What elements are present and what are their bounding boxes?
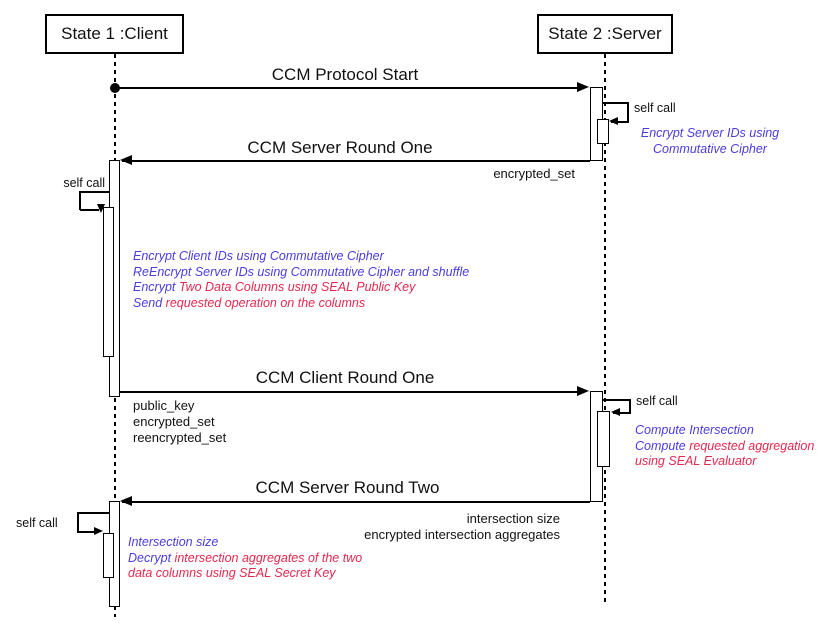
- note-line: Encrypt Two Data Columns using SEAL Publ…: [133, 280, 416, 294]
- note-line: Send requested operation on the columns: [133, 295, 366, 310]
- note-line: Decrypt intersection aggregates of the t…: [128, 550, 363, 565]
- self-call-line: [80, 191, 109, 193]
- arrowhead-left-icon: [120, 496, 132, 506]
- message-label-server-round-one: CCM Server Round One: [247, 138, 433, 157]
- message-param: reencrypted_set: [133, 430, 227, 445]
- arrowhead-right-icon: [577, 386, 589, 396]
- note-line: Compute requested aggregation: [635, 438, 815, 453]
- message-param: encrypted intersection aggregates: [364, 527, 560, 542]
- note-line: Encrypt Server IDs using: [640, 126, 780, 140]
- note-line: Encrypt Client IDs using Commutative Cip…: [133, 249, 384, 263]
- arrowhead-left-icon: [609, 117, 618, 125]
- note-client-round-two: Intersection size Decrypt intersection a…: [128, 535, 398, 582]
- self-call-line: [613, 412, 630, 414]
- self-call-line: [77, 512, 79, 533]
- actor-client-label: State 1 :Client: [61, 24, 168, 43]
- message-params: intersection size encrypted intersection…: [260, 511, 560, 543]
- message-param: intersection size: [466, 511, 560, 526]
- actor-box-client: State 1 :Client: [45, 14, 184, 54]
- self-call-line: [627, 102, 629, 123]
- note-line: ReEncrypt Server IDs using Commutative C…: [133, 264, 470, 279]
- activation-bar-server-1-nested: [597, 119, 609, 144]
- self-call-label: self call: [634, 101, 676, 115]
- note-client-round-one: Encrypt Client IDs using Commutative Cip…: [133, 249, 563, 311]
- activation-bar-client-2-nested: [103, 533, 114, 578]
- message-line-server-round-one: [122, 160, 590, 162]
- arrowhead-right-icon: [577, 82, 589, 92]
- message-label-client-round-one: CCM Client Round One: [255, 368, 435, 387]
- actor-box-server: State 2 :Server: [537, 14, 673, 54]
- message-line-client-round-one: [120, 391, 579, 393]
- self-call-line: [611, 121, 628, 123]
- message-label-server-round-two: CCM Server Round Two: [255, 478, 440, 497]
- actor-server-label: State 2 :Server: [548, 24, 662, 43]
- self-call-line: [603, 399, 630, 401]
- self-call-label: self call: [63, 176, 105, 190]
- message-param: encrypted_set: [133, 414, 215, 429]
- message-params: public_key encrypted_set reencrypted_set: [133, 398, 353, 446]
- message-label-protocol-start: CCM Protocol Start: [271, 65, 419, 84]
- arrowhead-left-icon: [120, 155, 132, 165]
- note-line: Commutative Cipher: [653, 141, 767, 156]
- self-call-line: [78, 512, 109, 514]
- self-call-line: [78, 531, 94, 533]
- server-lifeline: [604, 54, 606, 605]
- activation-bar-client-1-nested: [103, 207, 114, 357]
- self-call-label: self call: [16, 516, 58, 530]
- note-server-round-one: Encrypt Server IDs using Commutative Cip…: [625, 126, 795, 157]
- message-line-server-round-two: [122, 501, 590, 503]
- arrowhead-right-icon: [94, 527, 103, 535]
- arrowhead-down-icon: [97, 204, 105, 213]
- self-call-label: self call: [636, 394, 678, 408]
- message-param: public_key: [133, 398, 195, 413]
- activation-bar-server-2-nested: [597, 411, 610, 467]
- message-param: encrypted_set: [493, 166, 575, 181]
- note-server-round-two: Compute Intersection Compute requested a…: [635, 423, 825, 470]
- self-call-line: [629, 399, 631, 414]
- note-line: data columns using SEAL Secret Key: [128, 566, 336, 580]
- self-call-line: [603, 102, 629, 104]
- self-call-line: [80, 209, 99, 211]
- note-line: Compute Intersection: [635, 423, 754, 437]
- note-line: Intersection size: [128, 535, 219, 549]
- message-line-protocol-start: [115, 87, 579, 89]
- self-call-line: [79, 191, 81, 210]
- arrowhead-left-icon: [611, 408, 620, 416]
- note-line: using SEAL Evaluator: [635, 454, 757, 468]
